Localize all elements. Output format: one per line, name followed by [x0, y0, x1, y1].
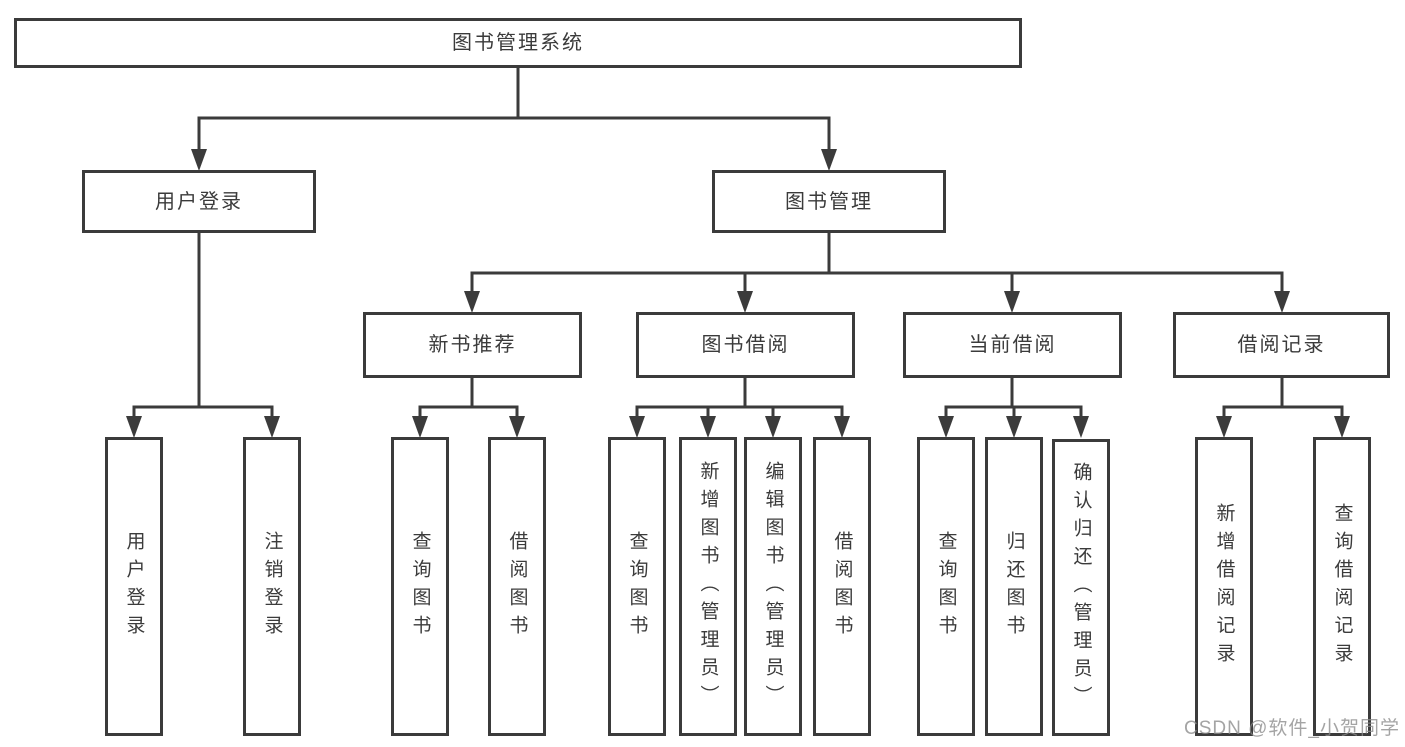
leaf-query-book-recommend: 查询图书 [391, 437, 449, 736]
node-current-borrow: 当前借阅 [903, 312, 1122, 378]
node-borrow-record: 借阅记录 [1173, 312, 1390, 378]
leaf-borrow-book: 借阅图书 [813, 437, 871, 736]
node-new-book-recommend: 新书推荐 [363, 312, 582, 378]
leaf-add-book-admin-label: 新增图书（管理员） [697, 460, 719, 713]
leaf-query-borrow-record: 查询借阅记录 [1313, 437, 1371, 736]
leaf-return-book-label: 归还图书 [1003, 530, 1025, 643]
leaf-query-book-current: 查询图书 [917, 437, 975, 736]
node-user-login-label: 用户登录 [155, 190, 243, 213]
leaf-query-book-borrow-label: 查询图书 [626, 530, 648, 643]
node-current-borrow-label: 当前借阅 [968, 334, 1057, 356]
leaf-edit-book-admin: 编辑图书（管理员） [744, 437, 802, 736]
node-new-book-recommend-label: 新书推荐 [428, 334, 517, 356]
leaf-query-book-borrow: 查询图书 [608, 437, 666, 736]
leaf-confirm-return-admin-label: 确认归还（管理员） [1070, 461, 1092, 714]
node-root-library-system: 图书管理系统 [14, 18, 1022, 68]
node-borrow-record-label: 借阅记录 [1237, 334, 1326, 356]
leaf-query-book-current-label: 查询图书 [935, 530, 957, 643]
leaf-add-borrow-record-label: 新增借阅记录 [1213, 502, 1235, 671]
node-user-login: 用户登录 [82, 170, 316, 233]
node-book-borrow: 图书借阅 [636, 312, 855, 378]
leaf-return-book: 归还图书 [985, 437, 1043, 736]
leaf-user-login-label: 用户登录 [123, 530, 145, 643]
leaf-add-borrow-record: 新增借阅记录 [1195, 437, 1253, 736]
csdn-watermark: CSDN @软件_小贺同学 [1184, 718, 1400, 739]
leaf-add-book-admin: 新增图书（管理员） [679, 437, 737, 736]
leaf-borrow-book-label: 借阅图书 [831, 530, 853, 643]
leaf-query-borrow-record-label: 查询借阅记录 [1331, 502, 1353, 671]
leaf-confirm-return-admin: 确认归还（管理员） [1052, 439, 1110, 736]
leaf-query-book-recommend-label: 查询图书 [409, 530, 431, 643]
node-book-management: 图书管理 [712, 170, 946, 233]
leaf-logout-label: 注销登录 [261, 530, 283, 643]
leaf-logout: 注销登录 [243, 437, 301, 736]
node-book-management-label: 图书管理 [785, 190, 873, 213]
leaf-user-login: 用户登录 [105, 437, 163, 736]
node-root-label: 图书管理系统 [452, 32, 584, 54]
leaf-borrow-book-recommend-label: 借阅图书 [506, 530, 528, 643]
leaf-edit-book-admin-label: 编辑图书（管理员） [762, 460, 784, 713]
node-book-borrow-label: 图书借阅 [701, 334, 790, 356]
leaf-borrow-book-recommend: 借阅图书 [488, 437, 546, 736]
